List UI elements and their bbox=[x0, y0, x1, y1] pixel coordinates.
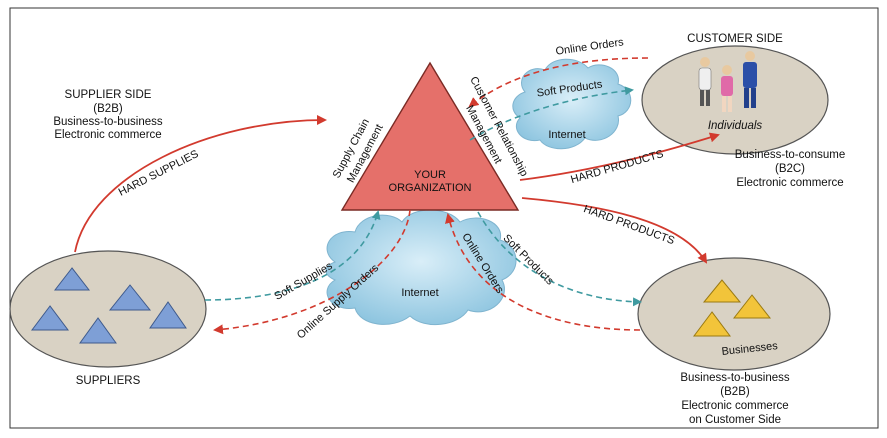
hard-supplies-arrow bbox=[74, 115, 327, 253]
soft-supplies-arrow bbox=[204, 210, 381, 301]
customer-side-title: CUSTOMER SIDE bbox=[687, 33, 783, 45]
suppliers-label: SUPPLIERS bbox=[76, 375, 141, 387]
supplier-side-line2: Business-to-business bbox=[53, 116, 163, 128]
internet-cloud-bottom bbox=[325, 209, 517, 326]
online-orders-top-arrow bbox=[468, 57, 649, 108]
organization-line2: ORGANIZATION bbox=[389, 182, 472, 194]
online-orders-bottom-arrow bbox=[445, 213, 641, 331]
organization-line1: YOUR bbox=[414, 169, 446, 181]
online-orders-top-label: Online Orders bbox=[555, 36, 625, 57]
b2c-line1: Business-to-consume bbox=[735, 149, 846, 161]
frame-border bbox=[9, 7, 879, 429]
b2c-line2: (B2C) bbox=[775, 163, 805, 175]
individuals-label: Individuals bbox=[708, 120, 763, 132]
hard-products-b2c-arrow bbox=[519, 132, 720, 181]
b2b-customer-line2: (B2B) bbox=[720, 386, 750, 398]
internet-top-label: Internet bbox=[548, 129, 585, 141]
internet-bottom-label: Internet bbox=[401, 287, 438, 299]
b2b-customer-line3: Electronic commerce bbox=[681, 400, 788, 412]
hard-supplies-label: HARD SUPPLIES bbox=[117, 148, 201, 199]
internet-cloud-top bbox=[512, 58, 632, 150]
organization-triangle bbox=[340, 61, 520, 211]
soft-products-bottom-arrow bbox=[477, 211, 642, 307]
hard-products-b2b-label: HARD PRODUCTS bbox=[582, 203, 676, 247]
businesses-ellipse bbox=[637, 257, 831, 371]
businesses-label: Businesses bbox=[721, 340, 779, 358]
hard-products-b2b-arrow bbox=[521, 197, 708, 264]
supplier-side-line3: Electronic commerce bbox=[54, 129, 161, 141]
b2b-customer-line4: on Customer Side bbox=[689, 414, 781, 426]
suppliers-ellipse bbox=[9, 250, 207, 368]
individuals-figures bbox=[698, 51, 757, 112]
customer-ellipse bbox=[641, 45, 829, 155]
supplier-side-line1: (B2B) bbox=[93, 103, 123, 115]
b2c-line3: Electronic commerce bbox=[736, 177, 843, 189]
business-triangles bbox=[693, 279, 772, 337]
online-supply-orders-arrow bbox=[213, 209, 411, 335]
b2b-customer-line1: Business-to-business bbox=[680, 372, 790, 384]
soft-products-top-arrow bbox=[469, 86, 634, 141]
supplier-side-title: SUPPLIER SIDE bbox=[65, 89, 152, 101]
soft-supplies-label: Soft Supplies bbox=[272, 260, 335, 303]
supplier-triangles bbox=[31, 267, 187, 344]
hard-products-b2c-label: HARD PRODUCTS bbox=[569, 148, 665, 186]
